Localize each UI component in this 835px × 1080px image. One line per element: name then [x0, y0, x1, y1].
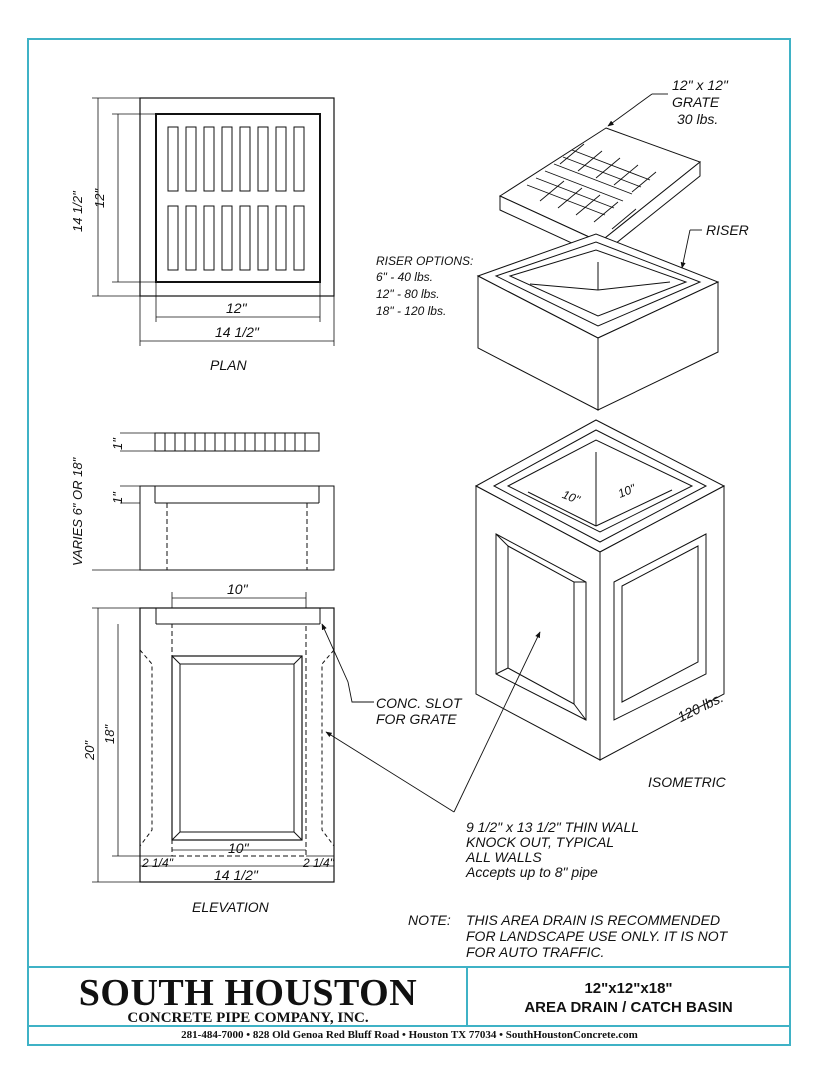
note-line1: THIS AREA DRAIN IS RECOMMENDED [466, 912, 721, 928]
plan-width-inner-dim: 12" [226, 300, 247, 316]
elevation-wall-left-dim: 2 1/4" [142, 856, 173, 870]
isometric-basin [474, 419, 726, 761]
note-line3: FOR AUTO TRAFFIC. [466, 944, 605, 960]
riser-thickness-dim: 1" [110, 492, 125, 504]
slot-callout-line1: CONC. SLOT [376, 695, 462, 711]
elevation-height-inner-dim: 18" [102, 724, 117, 744]
contact-footer: 281-484-7000 • 828 Old Genoa Red Bluff R… [181, 1029, 638, 1041]
riser-callout: RISER [706, 222, 749, 238]
note-line2: FOR LANDSCAPE USE ONLY. IT IS NOT [466, 928, 728, 944]
knockout-callout-line2: KNOCK OUT, TYPICAL [466, 834, 615, 850]
plan-view [92, 97, 335, 346]
product-size: 12"x12"x18" [584, 980, 673, 997]
leader-lines [321, 93, 702, 813]
elevation-bottom-inner-dim: 10" [228, 840, 249, 856]
slot-callout-line2: FOR GRATE [376, 711, 457, 727]
grate-callout-name: GRATE [672, 94, 720, 110]
elevation-bottom-outer-dim: 14 1/2" [214, 867, 258, 883]
company-name: SOUTH HOUSTON [78, 972, 418, 1014]
riser-side-view [92, 485, 335, 571]
note-label: NOTE: [408, 912, 451, 928]
plan-height-outer-dim: 14 1/2" [70, 191, 85, 232]
riser-option-6: 6" - 40 lbs. [376, 270, 433, 284]
elevation-wall-right-dim: 2 1/4" [303, 856, 334, 870]
sheet-border [27, 38, 791, 1046]
product-name: AREA DRAIN / CATCH BASIN [524, 999, 733, 1016]
isometric-caption: ISOMETRIC [648, 774, 726, 790]
plan-width-outer-dim: 14 1/2" [215, 324, 259, 340]
company-subtitle: CONCRETE PIPE COMPANY, INC. [127, 1010, 369, 1026]
knockout-callout-line1: 9 1/2" x 13 1/2" THIN WALL [466, 819, 640, 835]
product-title-block: 12"x12"x18" AREA DRAIN / CATCH BASIN [468, 968, 789, 1026]
elevation-caption: ELEVATION [192, 899, 269, 915]
elevation-view [92, 592, 335, 883]
riser-options-title: RISER OPTIONS: [376, 254, 474, 268]
title-block-frame [27, 966, 791, 1027]
elevation-top-width-dim: 10" [227, 581, 248, 597]
grate-side-view [120, 432, 320, 452]
elevation-height-outer-dim: 20" [82, 740, 97, 760]
isometric-riser [476, 233, 720, 411]
plan-caption: PLAN [210, 357, 247, 373]
riser-option-18: 18" - 120 lbs. [376, 304, 447, 318]
riser-option-12: 12" - 80 lbs. [376, 287, 440, 301]
knockout-callout-line4: Accepts up to 8" pipe [466, 864, 598, 880]
grate-callout-size: 12" x 12" [672, 77, 728, 93]
plan-height-inner-dim: 12" [92, 188, 107, 208]
grate-thickness-dim: 1" [110, 438, 125, 450]
company-block: SOUTH HOUSTON CONCRETE PIPE COMPANY, INC… [30, 968, 466, 1026]
riser-height-varies-dim: VARIES 6" OR 18" [70, 457, 85, 566]
knockout-callout-line3: ALL WALLS [466, 849, 542, 865]
grate-callout-weight: 30 lbs. [677, 111, 719, 127]
